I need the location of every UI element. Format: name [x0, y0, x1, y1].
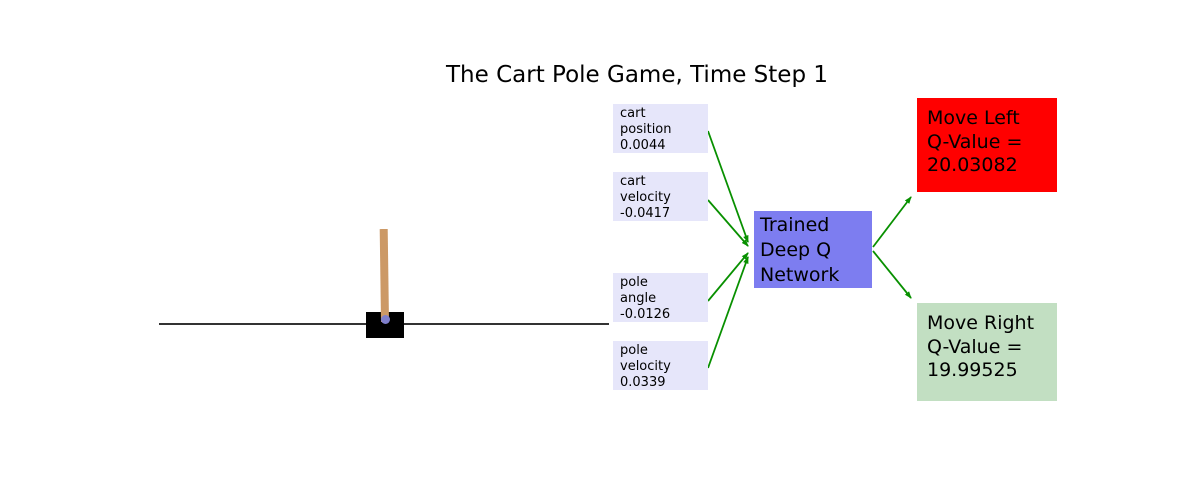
connector-arrow [707, 130, 749, 243]
network-box: Trained Deep Q Network [754, 211, 872, 288]
network-label-line: Trained [760, 214, 830, 236]
axle [381, 315, 390, 324]
input-label-line: cart [620, 106, 646, 121]
input-box-pole-angle: pole angle -0.0126 [613, 273, 708, 322]
output-qvalue: 20.03082 [927, 154, 1018, 176]
input-label-line: velocity [620, 359, 671, 374]
input-label-line: pole [620, 275, 648, 290]
connector-arrow [872, 250, 912, 299]
output-qvalue: 19.99525 [927, 359, 1018, 381]
output-box-move-left: Move Left Q-Value = 20.03082 [917, 98, 1057, 192]
network-label-line: Network [760, 264, 840, 286]
input-box-cart-velocity: cart velocity -0.0417 [613, 172, 708, 221]
input-label-line: angle [620, 291, 657, 306]
figure-title: The Cart Pole Game, Time Step 1 [445, 62, 829, 88]
connector-arrow [707, 199, 749, 247]
input-value: 0.0044 [620, 138, 666, 153]
output-qvalue-label: Q-Value = [927, 130, 1023, 153]
pole [379, 228, 389, 323]
connector-arrow [707, 256, 749, 369]
input-box-cart-position: cart position 0.0044 [613, 104, 708, 153]
input-value: 0.0339 [620, 375, 666, 390]
input-label-line: velocity [620, 190, 671, 205]
output-action-label: Move Left [927, 107, 1020, 129]
input-value: -0.0417 [620, 206, 671, 221]
network-label-line: Deep Q [760, 239, 832, 261]
input-box-pole-velocity: pole velocity 0.0339 [613, 341, 708, 390]
connector-arrow [872, 196, 912, 248]
output-action-label: Move Right [927, 312, 1035, 334]
output-qvalue-label: Q-Value = [927, 335, 1023, 358]
input-label-line: pole [620, 343, 648, 358]
input-value: -0.0126 [620, 307, 671, 322]
connector-arrow [707, 252, 749, 302]
input-label-line: position [620, 122, 672, 137]
output-box-move-right: Move Right Q-Value = 19.99525 [917, 303, 1057, 401]
input-label-line: cart [620, 174, 646, 189]
